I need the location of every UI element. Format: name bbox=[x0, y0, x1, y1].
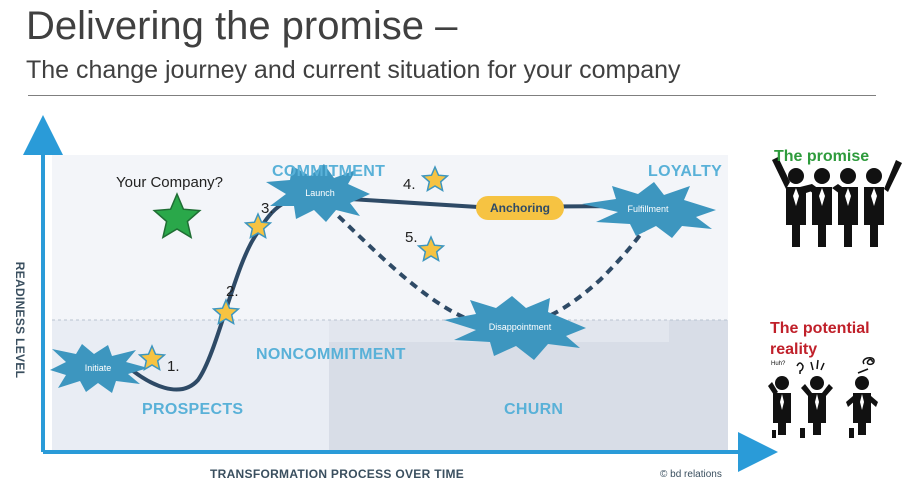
x-axis-label: TRANSFORMATION PROCESS OVER TIME bbox=[210, 467, 465, 481]
stage-anchoring-label: Anchoring bbox=[490, 201, 550, 215]
zone-churn-label: CHURN bbox=[504, 401, 564, 418]
step-1-label: 1. bbox=[167, 358, 180, 375]
celebrating-people-icon bbox=[772, 157, 902, 247]
step-4-star bbox=[420, 165, 450, 193]
stage-launch-label: Launch bbox=[305, 188, 335, 198]
zone-commitment-label: COMMITMENT bbox=[272, 163, 386, 180]
title-divider bbox=[28, 95, 876, 96]
step-2-star bbox=[211, 298, 241, 326]
step-5-label: 5. bbox=[405, 229, 418, 246]
confused-people-icon bbox=[768, 376, 878, 438]
promise-label: The promise bbox=[774, 148, 870, 165]
your-company-label: Your Company? bbox=[116, 174, 224, 191]
zone-noncommitment-label: NONCOMMITMENT bbox=[256, 346, 406, 363]
launch-burst bbox=[266, 164, 370, 222]
zone-prospects-label: PROSPECTS bbox=[142, 401, 244, 418]
stage-disappointment-label: Disappointment bbox=[488, 322, 552, 332]
page-title: Delivering the promise – bbox=[26, 4, 458, 48]
initiate-burst bbox=[50, 344, 148, 393]
stage-fulfillment-label: Fulfillment bbox=[627, 204, 669, 214]
step-5-star bbox=[416, 235, 446, 263]
reality-label: The potential reality bbox=[770, 320, 870, 358]
zone-loyalty-label: LOYALTY bbox=[648, 163, 723, 180]
step-1-star bbox=[137, 344, 167, 372]
confusion-symbols-icon bbox=[796, 356, 875, 374]
upper-region bbox=[52, 155, 728, 320]
step-3-star bbox=[243, 212, 273, 240]
disappointment-burst bbox=[444, 296, 586, 360]
stage-initiate-label: Initiate bbox=[84, 363, 112, 373]
anchoring-pill bbox=[476, 196, 564, 220]
huh-bubble-text: Huh? bbox=[771, 361, 786, 367]
fulfillment-burst bbox=[582, 182, 716, 238]
copyright-credit: © bd relations bbox=[660, 469, 722, 480]
page-subtitle: The change journey and current situation… bbox=[26, 56, 681, 84]
step-2-label: 2. bbox=[226, 283, 239, 300]
step-4-label: 4. bbox=[403, 176, 416, 193]
y-axis-label: READINESS LEVEL bbox=[13, 261, 27, 379]
your-company-star bbox=[152, 192, 202, 239]
step-3-label: 3. bbox=[261, 200, 274, 217]
